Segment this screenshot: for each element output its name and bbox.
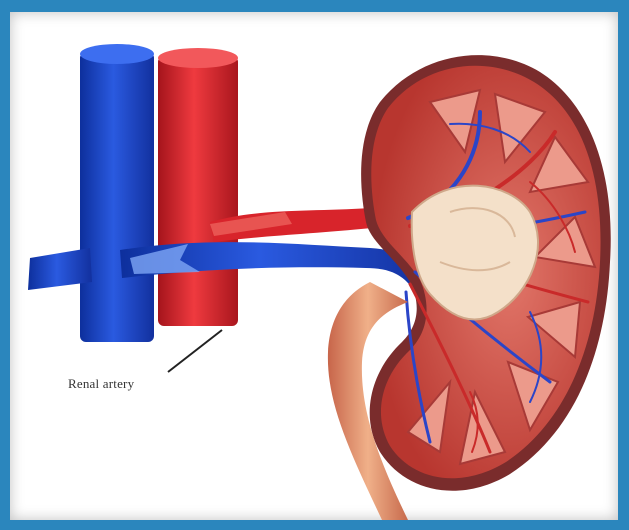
renal-artery-label: Renal artery — [68, 376, 134, 392]
kidney-diagram — [10, 12, 618, 520]
renal-artery-callout-line — [168, 330, 222, 372]
aorta-vessel — [158, 48, 238, 326]
image-frame: Renal artery — [10, 12, 618, 520]
vena-cava-vessel — [80, 44, 154, 342]
